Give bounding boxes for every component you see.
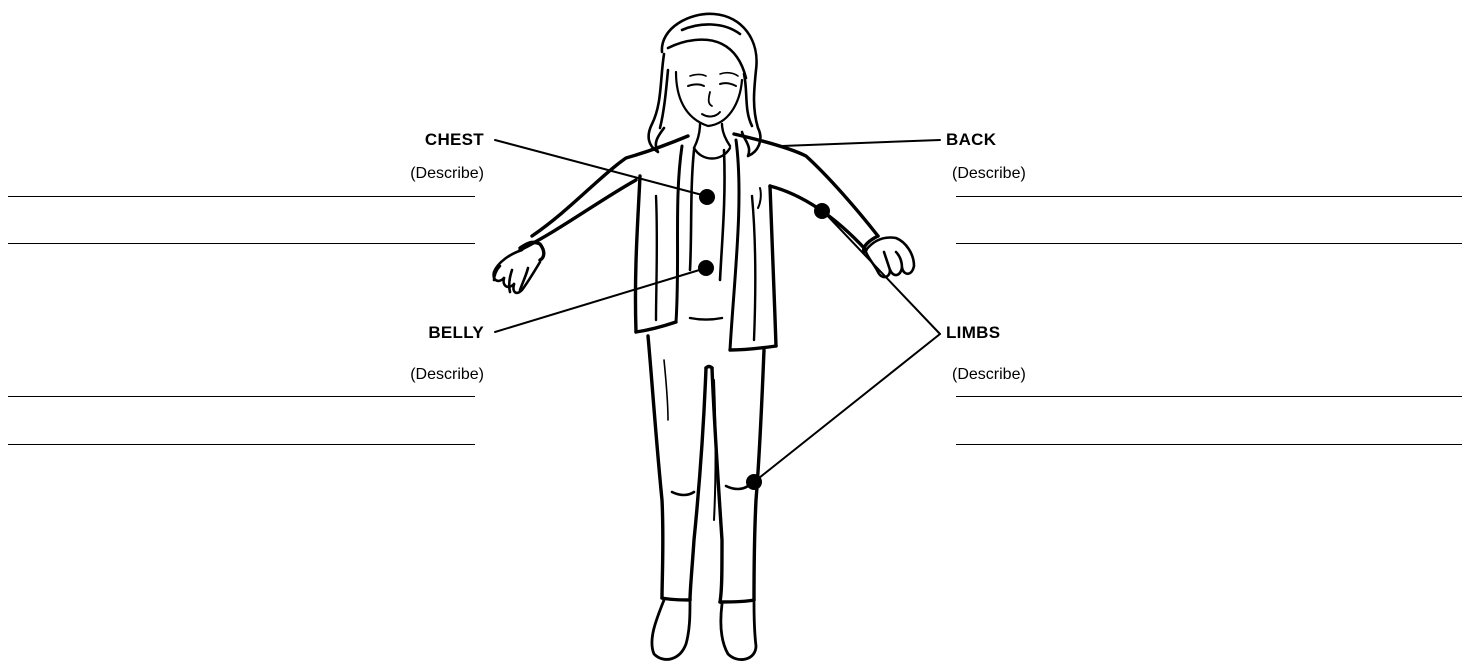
belly-describe-hint: (Describe) (330, 365, 484, 385)
chest-writing-line-1[interactable] (8, 196, 475, 197)
limbs-arm-pointer-line (822, 210, 940, 334)
right-hand (866, 238, 914, 278)
belly-writing-line-1[interactable] (8, 396, 475, 397)
knee-dot (746, 474, 762, 490)
chest-describe-hint: (Describe) (330, 164, 484, 184)
back-writing-line-1[interactable] (956, 196, 1462, 197)
back-describe-hint: (Describe) (952, 164, 1026, 184)
limbs-label: LIMBS (946, 323, 1000, 343)
chest-pointer-line (495, 140, 706, 196)
belly-writing-line-2[interactable] (8, 444, 475, 445)
pointer-lines (495, 140, 940, 482)
limbs-describe-hint: (Describe) (952, 365, 1026, 385)
arm-dot (814, 203, 830, 219)
chest-writing-line-2[interactable] (8, 243, 475, 244)
back-label: BACK (946, 130, 996, 150)
belly-dot (698, 260, 714, 276)
marker-dots (698, 189, 830, 490)
left-hand (494, 250, 540, 293)
limbs-leg-pointer-line (754, 334, 940, 482)
limbs-writing-line-1[interactable] (956, 396, 1462, 397)
trousers-outline (648, 336, 764, 602)
face (676, 72, 742, 126)
chest-dot (699, 189, 715, 205)
limbs-writing-line-2[interactable] (956, 444, 1462, 445)
feet (652, 600, 756, 660)
back-writing-line-2[interactable] (956, 243, 1462, 244)
chest-label: CHEST (400, 130, 484, 150)
belly-label: BELLY (400, 323, 484, 343)
back-pointer-line (782, 140, 940, 146)
jacket-outline (520, 134, 878, 350)
